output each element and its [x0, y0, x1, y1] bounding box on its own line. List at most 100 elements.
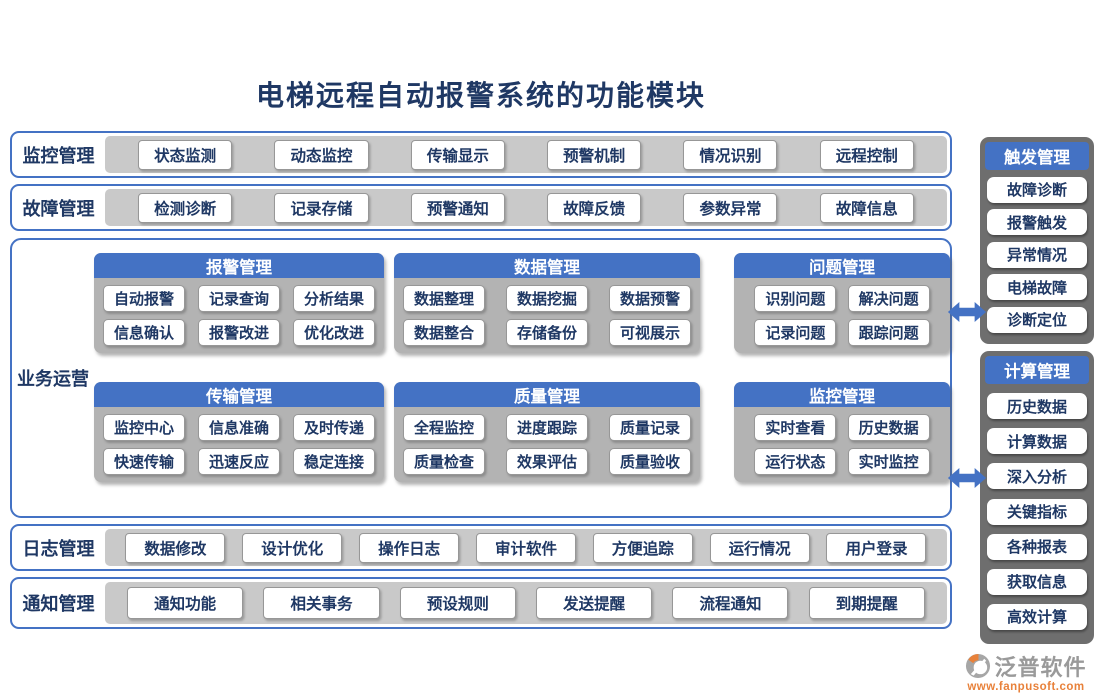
module-button[interactable]: 记录问题 [754, 319, 837, 346]
module-button[interactable]: 信息确认 [103, 319, 186, 346]
business-operations-label: 业务运营 [17, 369, 89, 389]
module-button[interactable]: 相关事务 [263, 587, 380, 619]
module-button[interactable]: 质量验收 [608, 448, 691, 475]
module-button[interactable]: 故障信息 [819, 192, 914, 223]
card-button-row: 快速传输迅速反应稳定连接 [103, 448, 375, 475]
module-button[interactable]: 迅速反应 [197, 448, 280, 475]
module-button[interactable]: 及时传递 [292, 414, 375, 441]
card-data-management: 数据管理数据整理数据挖掘数据预警数据整合存储备份可视展示 [394, 253, 700, 353]
band-tray: 数据修改设计优化操作日志审计软件方便追踪运行情况用户登录 [105, 529, 947, 566]
module-button[interactable]: 操作日志 [359, 532, 460, 563]
sidebar-button[interactable]: 历史数据 [987, 393, 1087, 420]
module-button[interactable]: 质量记录 [608, 414, 691, 441]
module-button[interactable]: 设计优化 [242, 532, 343, 563]
module-button[interactable]: 信息准确 [197, 414, 280, 441]
module-button[interactable]: 审计软件 [475, 532, 576, 563]
module-button[interactable]: 数据预警 [608, 285, 691, 312]
module-button[interactable]: 历史数据 [847, 414, 930, 441]
module-button[interactable]: 识别问题 [754, 285, 837, 312]
card-button-row: 监控中心信息准确及时传递 [103, 414, 375, 441]
module-button[interactable]: 数据修改 [125, 532, 226, 563]
module-button[interactable]: 数据整合 [403, 319, 486, 346]
module-button[interactable]: 监控中心 [103, 414, 186, 441]
band-fault-management: 故障管理 检测诊断 记录存储 预警通知 故障反馈 参数异常 故障信息 [10, 184, 952, 231]
module-button[interactable]: 实时查看 [754, 414, 837, 441]
module-button[interactable]: 参数异常 [683, 192, 778, 223]
module-button[interactable]: 效果评估 [505, 448, 588, 475]
sidebar-button[interactable]: 深入分析 [987, 463, 1087, 490]
module-button[interactable]: 分析结果 [292, 285, 375, 312]
card-transmission-management: 传输管理监控中心信息准确及时传递快速传输迅速反应稳定连接 [94, 382, 384, 482]
module-button[interactable]: 用户登录 [826, 532, 927, 563]
sidebar-button[interactable]: 各种报表 [987, 533, 1087, 560]
sidebar-button[interactable]: 获取信息 [987, 568, 1087, 595]
card-button-row: 信息确认报警改进优化改进 [103, 319, 375, 346]
module-button[interactable]: 解决问题 [847, 285, 930, 312]
card-monitoring-management-inner: 监控管理实时查看历史数据运行状态实时监控 [734, 382, 950, 482]
sidebar-button[interactable]: 电梯故障 [987, 274, 1087, 300]
module-button[interactable]: 预警机制 [547, 139, 642, 170]
card-button-row: 质量检查效果评估质量验收 [403, 448, 691, 475]
module-button[interactable]: 数据整理 [403, 285, 486, 312]
band-label-fault-management: 故障管理 [22, 198, 95, 219]
card-body: 识别问题解决问题记录问题跟踪问题 [734, 278, 950, 353]
module-button[interactable]: 状态监测 [138, 139, 233, 170]
module-button[interactable]: 运行情况 [709, 532, 810, 563]
sidebar-button[interactable]: 报警触发 [987, 209, 1087, 235]
module-button[interactable]: 全程监控 [403, 414, 486, 441]
card-alarm-management: 报警管理自动报警记录查询分析结果信息确认报警改进优化改进 [94, 253, 384, 353]
sidebar-button[interactable]: 关键指标 [987, 498, 1087, 525]
sidebar-button[interactable]: 故障诊断 [987, 176, 1087, 203]
module-button[interactable]: 传输显示 [410, 139, 505, 170]
card-button-row: 运行状态实时监控 [743, 448, 941, 475]
module-button[interactable]: 到期提醒 [808, 587, 925, 619]
module-button[interactable]: 远程控制 [819, 139, 914, 170]
card-title: 数据管理 [394, 253, 700, 278]
module-button[interactable]: 进度跟踪 [505, 414, 588, 441]
module-button[interactable]: 方便追踪 [592, 532, 693, 563]
module-button[interactable]: 预警通知 [410, 192, 505, 223]
module-button[interactable]: 数据挖掘 [505, 285, 588, 312]
module-button[interactable]: 通知功能 [127, 587, 244, 619]
card-body: 全程监控进度跟踪质量记录质量检查效果评估质量验收 [394, 407, 700, 482]
card-button-row: 数据整理数据挖掘数据预警 [403, 285, 691, 312]
module-button[interactable]: 运行状态 [754, 448, 837, 475]
band-label-log-management: 日志管理 [22, 538, 95, 559]
module-button[interactable]: 发送提醒 [536, 587, 653, 619]
module-button[interactable]: 质量检查 [403, 448, 486, 475]
sidebar-section-title: 触发管理 [985, 142, 1089, 170]
module-button[interactable]: 情况识别 [683, 139, 778, 170]
module-button[interactable]: 检测诊断 [138, 192, 233, 223]
sidebar-button[interactable]: 异常情况 [987, 241, 1087, 268]
module-button[interactable]: 实时监控 [847, 448, 930, 475]
card-body: 数据整理数据挖掘数据预警数据整合存储备份可视展示 [394, 278, 700, 353]
module-button[interactable]: 稳定连接 [292, 448, 375, 475]
module-button[interactable]: 跟踪问题 [847, 319, 930, 346]
module-button[interactable]: 报警改进 [197, 319, 280, 346]
band-label-notification-management: 通知管理 [22, 594, 95, 614]
module-button[interactable]: 预设规则 [399, 587, 516, 619]
module-button[interactable]: 可视展示 [608, 319, 691, 346]
module-button[interactable]: 记录查询 [197, 285, 280, 312]
card-quality-management: 质量管理全程监控进度跟踪质量记录质量检查效果评估质量验收 [394, 382, 700, 482]
sidebar-section-title: 计算管理 [985, 356, 1089, 384]
module-button[interactable]: 记录存储 [274, 192, 369, 223]
sidebar-button[interactable]: 诊断定位 [987, 306, 1087, 333]
card-title: 监控管理 [734, 382, 950, 407]
module-button[interactable]: 自动报警 [103, 285, 186, 312]
module-button[interactable]: 存储备份 [505, 319, 588, 346]
module-button[interactable]: 流程通知 [672, 587, 789, 619]
card-button-row: 记录问题跟踪问题 [743, 319, 941, 346]
sidebar-button[interactable]: 高效计算 [987, 603, 1087, 630]
module-button[interactable]: 动态监控 [274, 139, 369, 170]
sidebar-button[interactable]: 计算数据 [987, 428, 1087, 455]
sidebar-section-computing-management: 计算管理历史数据计算数据深入分析关键指标各种报表获取信息高效计算 [980, 351, 1094, 644]
card-problem-management: 问题管理识别问题解决问题记录问题跟踪问题 [734, 253, 950, 353]
module-button[interactable]: 故障反馈 [547, 192, 642, 223]
brand-url: www.fanpusoft.com [967, 681, 1085, 693]
module-button[interactable]: 快速传输 [103, 448, 186, 475]
module-button[interactable]: 优化改进 [292, 319, 375, 346]
band-notification-management: 通知管理 通知功能相关事务预设规则发送提醒流程通知到期提醒 [10, 577, 952, 629]
card-title: 质量管理 [394, 382, 700, 407]
